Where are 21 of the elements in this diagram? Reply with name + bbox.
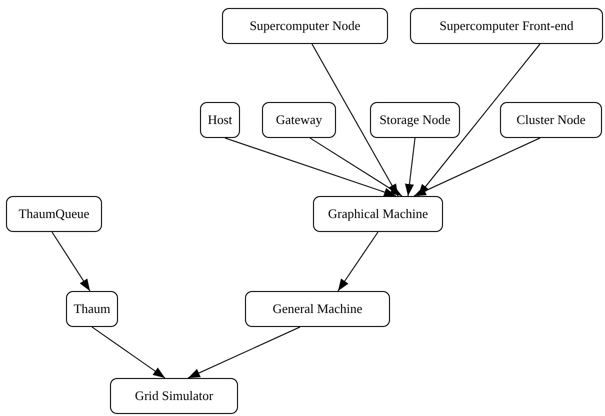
arrow xyxy=(404,138,416,196)
arrow xyxy=(92,326,166,378)
arrow xyxy=(310,138,402,196)
arrow xyxy=(418,44,540,196)
arrow xyxy=(338,232,378,292)
arrow xyxy=(224,138,396,196)
process-box: ThaumQueue xyxy=(6,196,102,232)
arrow xyxy=(188,326,300,378)
process-box: Storage Node xyxy=(370,102,460,138)
process-box: General Machine xyxy=(245,291,390,327)
process-box: Host xyxy=(200,102,240,138)
process-box: Supercomputer Node xyxy=(222,8,388,44)
process-box: Graphical Machine xyxy=(313,196,443,232)
process-box: Grid Simulator xyxy=(110,378,238,414)
arrow xyxy=(414,138,540,196)
arrow xyxy=(312,44,398,196)
process-box: Gateway xyxy=(262,102,336,138)
process-box: Supercomputer Front-end xyxy=(410,8,603,44)
process-box: Cluster Node xyxy=(500,102,602,138)
arrow xyxy=(52,232,90,292)
process-box: Thaum xyxy=(66,291,118,327)
